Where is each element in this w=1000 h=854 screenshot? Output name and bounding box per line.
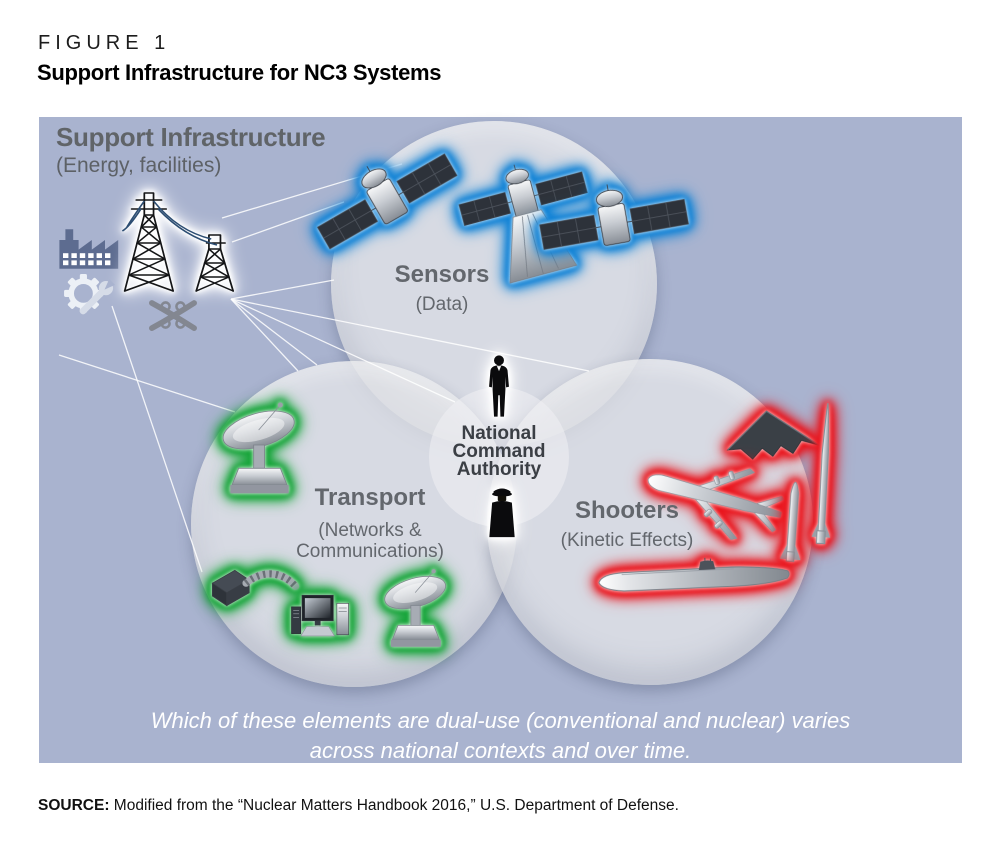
computer-icon: [291, 594, 349, 637]
gear-wrench-icon: [64, 274, 115, 315]
factory-icon: [59, 229, 119, 269]
transport-label: Transport (Networks & Communications): [296, 484, 444, 562]
missile-icon-1: [779, 481, 801, 563]
missile-icon-2: [811, 403, 831, 545]
stealth-bomber-icon: [726, 410, 820, 460]
source-label: SOURCE:: [38, 797, 110, 814]
submarine-icon: [598, 557, 790, 592]
officer-silhouette-icon: [489, 488, 515, 538]
support-infrastructure-subtitle: (Energy, facilities): [56, 154, 222, 177]
leader-silhouette-icon: [489, 355, 509, 417]
nca-label: National Command Authority: [452, 423, 546, 480]
highway-interchange-icon: [149, 300, 197, 331]
shooters-label: Shooters (Kinetic Effects): [560, 497, 694, 551]
power-pylons-icon: [121, 192, 235, 292]
source-text: Modified from the “Nuclear Matters Handb…: [113, 797, 679, 814]
figure-label: FIGURE 1: [38, 32, 171, 54]
satellite-dish-icon-1: [222, 402, 295, 494]
bomber-icon: [647, 468, 785, 540]
diagram-panel: Support Infrastructure (Energy, faciliti…: [39, 117, 962, 763]
sensors-label: Sensors (Data): [394, 261, 490, 315]
figure-caption: Which of these elements are dual-use (co…: [150, 708, 851, 763]
figure-title: Support Infrastructure for NC3 Systems: [37, 60, 442, 85]
support-infrastructure-title: Support Infrastructure: [56, 122, 326, 152]
source-note: SOURCE: Modified from the “Nuclear Matte…: [38, 797, 679, 815]
satellite-dish-icon-2: [384, 569, 446, 647]
satellite-icon-3: [539, 184, 689, 250]
cable-icon: [211, 569, 300, 607]
